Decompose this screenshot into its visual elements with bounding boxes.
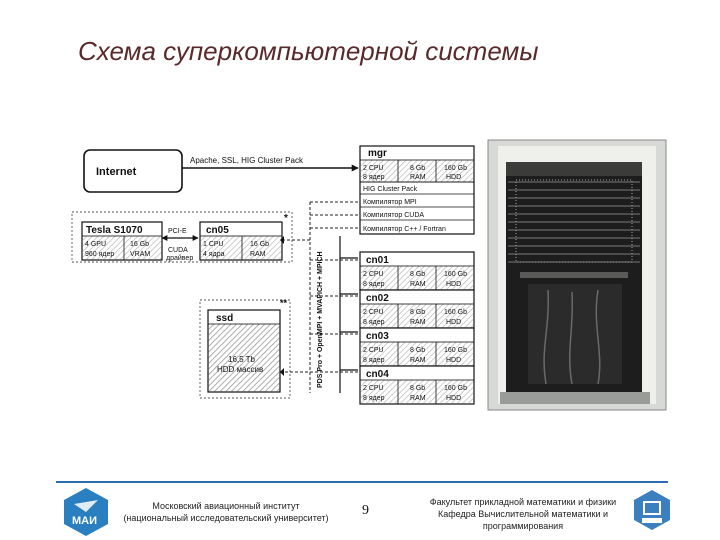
footer-department-line-3: программирования <box>482 521 564 531</box>
cn05-ram-1: 16 Gb <box>250 241 269 248</box>
mgr-cpu-1: 2 CPU <box>363 165 384 172</box>
page-number: 9 <box>362 503 369 518</box>
node-hdd-2: HDD <box>446 357 461 364</box>
node-cpu-1: 2 CPU <box>363 271 384 278</box>
department-logo-icon <box>634 490 670 530</box>
node-cpu-1: 2 CPU <box>363 385 384 392</box>
node-title: cn01 <box>366 255 389 266</box>
node-ram-2: RAM <box>410 319 426 326</box>
internet-node <box>83 149 183 193</box>
node-title: cn03 <box>366 331 389 342</box>
tesla-cn05-group <box>71 211 293 263</box>
pcie-label: PCI-E <box>168 228 187 235</box>
tesla-vram-1: 16 Gb <box>130 241 149 248</box>
node-cn04: cn04 2 CPU 8 ядер 8 Gb RAM 160 Gb HDD <box>359 365 475 405</box>
ssd-storage-1: 16,5 Tb <box>228 355 256 364</box>
node-title: cn02 <box>366 293 389 304</box>
node-hdd-2: HDD <box>446 395 461 402</box>
node-cpu-2: 8 ядер <box>363 357 385 364</box>
mgr-hdd-1: 160 Gb <box>444 165 467 172</box>
node-ram-2: RAM <box>410 395 426 402</box>
mgr-title: mgr <box>368 148 387 159</box>
ethernet-bus <box>339 236 358 393</box>
tesla-gpu-2: 960 ядер <box>85 251 114 258</box>
ssd-group <box>199 299 291 399</box>
tesla-vram-2: VRAM <box>130 251 150 258</box>
footer-divider <box>56 481 668 483</box>
node-cpu-2: 8 ядер <box>363 281 385 288</box>
node-cn02: cn02 2 CPU 8 ядер 8 Gb RAM 160 Gb HDD <box>359 289 475 329</box>
mgr-node <box>359 145 475 235</box>
tesla-node <box>81 221 163 261</box>
compute-nodes: cn01 2 CPU 8 ядер 8 Gb RAM 160 Gb HDD cn02 2 CPU… <box>359 251 475 405</box>
mgr-row-2: Компилятор MPI <box>363 199 417 206</box>
tesla-gpu-1: 4 GPU <box>85 241 106 248</box>
mgr-hdd-2: HDD <box>446 174 461 181</box>
node-ram-2: RAM <box>410 281 426 288</box>
server-rack-photo <box>487 139 667 411</box>
mgr-row-1: HIG Cluster Pack <box>363 186 418 193</box>
node-ram-1: 8 Gb <box>410 347 425 354</box>
cn05-node <box>199 221 283 261</box>
node-title: cn04 <box>366 369 389 380</box>
footer-department-line-2: Кафедра Вычислительной математики и <box>437 509 609 519</box>
footer-institution: Московский авиационный институт (национа… <box>112 500 340 524</box>
node-hdd-1: 160 Gb <box>444 271 467 278</box>
cn05-ram-2: RAM <box>250 251 266 258</box>
cuda-label-2: драйвер <box>166 254 193 262</box>
mai-logo-text: МАИ <box>72 515 97 527</box>
mai-logo: МАИ <box>64 488 108 536</box>
footer-department: Факультет прикладной математики и физики… <box>410 496 636 532</box>
node-ram-1: 8 Gb <box>410 309 425 316</box>
cuda-label-1: CUDA <box>168 247 188 254</box>
node-hdd-2: HDD <box>446 281 461 288</box>
node-hdd-1: 160 Gb <box>444 385 467 392</box>
internet-label: Internet <box>96 166 137 178</box>
mgr-cpu-2: 8 ядер <box>363 174 385 181</box>
cn05-title: cn05 <box>206 225 229 236</box>
mgr-ram-1: 8 Gb <box>410 165 425 172</box>
mgr-ram-2: RAM <box>410 174 426 181</box>
mgr-row-4: Компилятор C++ / Fortran <box>363 226 446 233</box>
ssd-storage-2: HDD массив <box>217 365 263 374</box>
ssd-node <box>207 309 281 393</box>
node-hdd-1: 160 Gb <box>444 309 467 316</box>
node-hdd-2: HDD <box>446 319 461 326</box>
node-cn03: cn03 2 CPU 8 ядер 8 Gb RAM 160 Gb HDD <box>359 327 475 367</box>
node-cpu-2: 8 ядер <box>363 319 385 326</box>
footer-department-line-1: Факультет прикладной математики и физики <box>429 497 617 507</box>
node-ram-1: 8 Gb <box>410 385 425 392</box>
node-cpu-1: 2 CPU <box>363 309 384 316</box>
node-cn01: cn01 2 CPU 8 ядер 8 Gb RAM 160 Gb HDD <box>359 251 475 291</box>
tesla-title: Tesla S1070 <box>86 225 143 236</box>
cn05-cpu-2: 4 ядра <box>203 251 225 258</box>
cn05-cpu-1: 1 CPU <box>203 241 224 248</box>
node-cpu-2: 8 ядер <box>363 395 385 402</box>
slide-title: Схема суперкомпьютерной системы <box>78 36 539 66</box>
footer-institution-line-2: (национальный исследовательский универси… <box>123 513 329 523</box>
ssd-title: ssd <box>216 313 233 324</box>
star-marker-1: * <box>284 213 288 224</box>
software-vertical-label: PDS Pro + OpenMPI + MVAPICH + MPICH <box>317 251 324 388</box>
mgr-row-3: Компилятор CUDA <box>363 212 424 219</box>
interconnect-bus <box>280 201 358 393</box>
footer-institution-line-1: Московский авиационный институт <box>152 501 300 511</box>
star-marker-2: ** <box>280 298 288 308</box>
node-ram-2: RAM <box>410 357 426 364</box>
node-hdd-1: 160 Gb <box>444 347 467 354</box>
node-cpu-1: 2 CPU <box>363 347 384 354</box>
internet-link-label: Apache, SSL, HIG Cluster Pack <box>190 156 304 165</box>
node-ram-1: 8 Gb <box>410 271 425 278</box>
